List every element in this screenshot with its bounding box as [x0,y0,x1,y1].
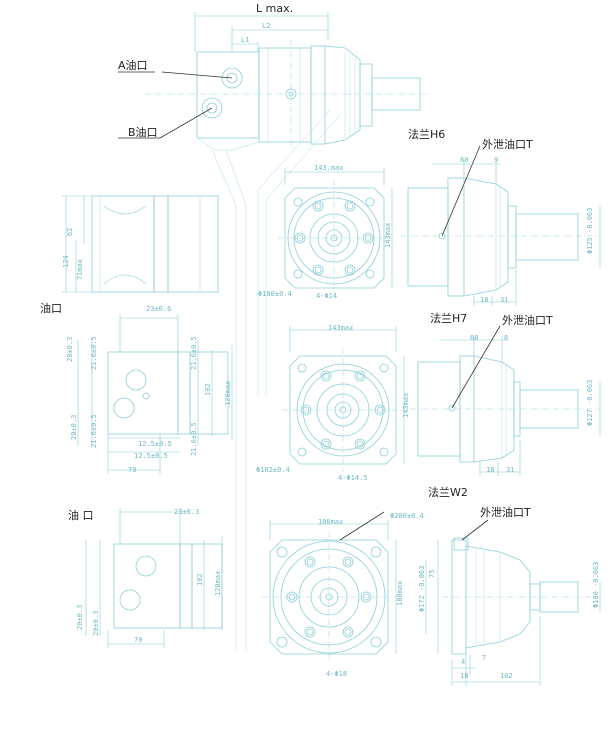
flange-w2-side [425,519,601,686]
flange-h7-side [410,325,601,476]
dim-71max: 71max [76,259,84,280]
label-flange-h6: 法兰H6 [408,128,446,141]
flange-h6-front [278,168,393,296]
dim-w2-18: 18 [460,672,468,680]
dim-p1-20b: 20±0.3 [70,415,78,440]
dim-h6-18: 18 [480,296,488,304]
dim-h7-pilot: Φ127 -0.063 [586,380,594,426]
flange-w2-front [262,511,397,664]
dim-w2-holes: 4-Φ18 [326,670,347,678]
label-drain-2: 外泄油口T [502,314,553,327]
dim-p1-120: 120max [224,381,232,406]
dim-h6-60: 60 [460,156,468,164]
dim-h7-8: 8 [504,334,508,342]
dim-l2: L2 [262,22,270,30]
label-port-b: B油口 [128,126,158,139]
label-port-a: A油口 [118,59,148,72]
dim-h6-9: 9 [494,156,498,164]
dim-w2-75: 75 [428,570,436,578]
dim-h7-143h: 143max [402,393,410,418]
label-port-2: 油 口 [68,509,94,522]
port-a-leader [161,71,233,79]
dim-p1-21b: 21.6±0.5 [190,336,198,370]
dim-p1-102: 102 [204,383,212,396]
flange-h6-side [400,145,601,306]
dim-p1-20: 20±0.3 [66,337,74,362]
dim-p1-70: 70 [128,466,136,474]
dimension-texts: L2 L1 62 124 71max 143.max 143max Φ180±0… [62,22,600,680]
label-drain-1: 外泄油口T [482,138,533,151]
dim-p2-20a: 20±0.3 [76,605,84,630]
label-flange-h7: 法兰H7 [430,312,468,325]
side-body-view [62,195,219,293]
dim-p2-23: 23±0.3 [174,508,199,516]
dim-62: 62 [66,228,74,236]
dim-w2-shaft: Φ100 -0.063 [592,562,600,608]
dim-p2-102: 102 [196,573,204,586]
dim-h6-143h: 143max [384,223,392,248]
dim-w2-102: 102 [500,672,513,680]
dim-w2-180h: 180max [396,581,404,606]
dim-p1-21c: 21.6±0.5 [90,414,98,448]
dim-h7-holes: 4-Φ14.5 [338,474,368,482]
dim-l1: L1 [241,36,249,44]
dim-w2-7: 7 [482,654,486,662]
dim-h6-bolt-circle: Φ180±0.4 [258,290,292,298]
dim-p2-70: 70 [134,636,142,644]
top-motor-view [145,12,430,151]
dim-h6-pilot: Φ125 -0.063 [586,208,594,254]
dim-p1-12b: 12.5±0.5 [134,452,168,460]
label-drain-3: 外泄油口T [480,506,531,519]
dim-p2-20b: 20±0.3 [92,611,100,636]
dim-w2-bolt-circle: Φ200±0.4 [390,512,424,520]
dim-p1-21d: 21.6±0.5 [190,422,198,456]
dim-h7-bolt-circle: Φ162±0.4 [256,466,290,474]
dim-p2-120: 120max [214,571,222,596]
port-view-1 [77,314,233,474]
dim-p1-21a: 21.6±0.5 [90,336,98,370]
flange-h7-front [282,326,405,472]
dim-w2-pilot: Φ172 -0.063 [418,566,426,612]
dim-h7-143w: 143max [328,324,353,332]
port-b-leader [159,107,213,139]
dim-w2-4: 4 [461,658,465,666]
construction-lines [211,109,341,650]
dim-h7-31: 31 [506,466,514,474]
dim-124: 124 [62,255,70,268]
dim-p1-23: 23±0.6 [146,305,171,313]
dim-h6-31: 31 [500,296,508,304]
label-port-1: 油口 [40,302,62,315]
dim-p1-12a: 12.5±0.5 [138,440,172,448]
dim-w2-180w: 180max [318,518,343,526]
label-flange-w2: 法兰W2 [428,486,468,499]
dim-h6-holes: 4-Φ14 [316,292,337,300]
dim-h7-18: 18 [486,466,494,474]
dim-h6-143w: 143.max [314,164,344,172]
dim-h7-60: 60 [470,334,478,342]
label-l-max: L max. [256,2,294,15]
port-view-2 [85,508,223,648]
